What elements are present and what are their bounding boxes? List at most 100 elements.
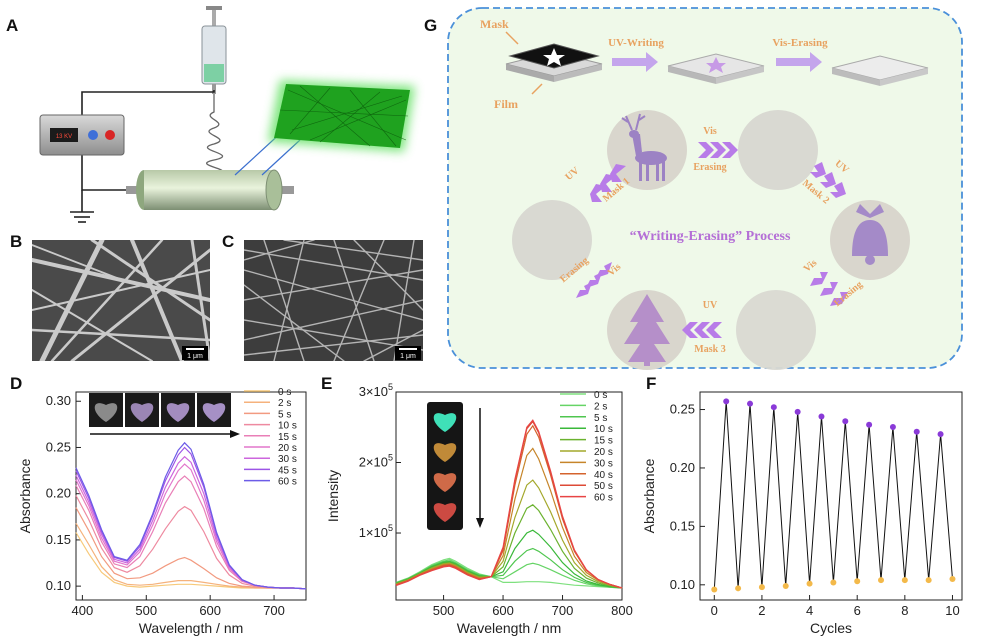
circle-blank-right [736,290,816,370]
legend-label-8: 60 s [278,477,297,488]
emission-series-9 [395,419,623,589]
y-axis-label: Absorbance [644,458,657,533]
x-tick-label: 10 [945,603,959,618]
y-tick-label: 0.10 [670,577,695,592]
process-title: “Writing-Erasing” Process [630,229,791,244]
heart-icon [433,443,457,462]
film-with-star [667,53,765,84]
legend-label-0: 0 s [278,387,291,398]
x-tick-label: 4 [806,603,813,618]
circle-tree [607,290,687,370]
uv-mask3-line1: UV [703,300,718,311]
legend-label-3: 10 s [594,424,613,435]
point-low [735,585,742,592]
point-low [878,577,885,584]
y-axis-label: Intensity [325,470,341,522]
uv-writing-label: UV-Writing [608,37,664,49]
y-tick-suffix: ×10 [366,525,388,540]
vis-erasing-label: Vis-Erasing [772,37,828,49]
heart-icon [202,403,226,422]
point-high [913,428,920,435]
y-tick-label: 0.15 [46,532,71,547]
y-tick-label: 0.30 [46,393,71,408]
x-tick-label: 700 [552,603,574,618]
x-tick-label: 800 [611,603,633,618]
x-tick-label: 2 [758,603,765,618]
point-low [925,577,932,584]
emission-series-0 [395,557,623,589]
point-low [782,582,789,589]
emission-series-6 [395,447,623,589]
emission-series-4 [395,504,623,589]
panel-label-e: E [321,374,333,393]
legend-label-5: 20 s [594,447,613,458]
point-high [842,418,849,425]
x-axis-label: Wavelength / nm [139,620,244,636]
legend-label-6: 30 s [278,454,297,465]
panel-label-b: B [10,232,23,251]
y-tick-label: 0.10 [46,578,71,593]
circle-deer [607,110,687,190]
syringe-icon [201,6,227,94]
legend-label-4: 15 s [278,432,297,443]
emission-series-5 [395,479,623,589]
uv-mask3-line2: Mask 3 [694,344,725,355]
x-tick-label: 6 [854,603,861,618]
legend-label-6: 30 s [594,458,613,469]
heart-icon [433,413,457,432]
heart-icon [130,403,154,422]
absorbance-series-2 [75,507,307,590]
point-high [937,431,944,438]
x-axis-label: Cycles [810,620,852,636]
x-axis-label: Wavelength / nm [457,620,562,636]
plot-frame [699,391,963,601]
time-arrowhead [230,430,240,438]
y-tick-mantissa: 1 [359,525,366,540]
vis-erasing-top-line1: Vis [703,126,717,137]
legend-label-0: 0 s [594,390,607,401]
x-tick-label: 8 [901,603,908,618]
vis-erasing-top-line2: Erasing [693,162,726,173]
legend-label-3: 10 s [278,421,297,432]
emission-series-2 [395,547,623,589]
absorbance-series-4 [75,475,307,590]
x-tick-label: 600 [492,603,514,618]
y-tick-label: 0.20 [46,486,71,501]
y-tick-suffix: ×10 [366,384,388,399]
scale-label-c: 1 μm [400,353,416,360]
x-tick-label: 0 [711,603,718,618]
point-high [818,413,825,420]
plot-frame [395,391,623,601]
point-high [889,424,896,431]
circle-blank-left [512,200,592,280]
panel-label-g: G [424,16,438,35]
panel-label-a: A [6,16,19,35]
panel-label-d: D [10,374,23,393]
heart-icon [433,503,457,522]
y-tick-label: 0.25 [670,402,695,417]
legend-label-1: 2 s [594,401,607,412]
y-tick-mantissa: 3 [359,384,366,399]
point-low [901,577,908,584]
y-axis-label: Absorbance [17,458,33,533]
y-tick-label: 3×105 [359,382,393,399]
x-tick-label: 500 [433,603,455,618]
mask-label: Mask [480,17,509,31]
point-high [866,421,873,428]
scale-label-b: 1 μm [187,353,203,360]
heart-icon [433,473,457,492]
point-high [747,400,754,407]
point-high [770,404,777,411]
writing-erasing-schematic: Mask Film UV-Writing Vis-Erasing [447,7,963,370]
x-tick-label: 500 [135,603,157,618]
y-tick-label: 0.25 [46,439,71,454]
legend-label-8: 50 s [594,481,613,492]
point-high [794,408,801,415]
legend-label-2: 5 s [594,413,607,424]
fiber-mat [268,80,415,152]
legend-label-5: 20 s [278,443,297,454]
heart-icon [166,403,190,422]
power-supply [39,114,125,156]
